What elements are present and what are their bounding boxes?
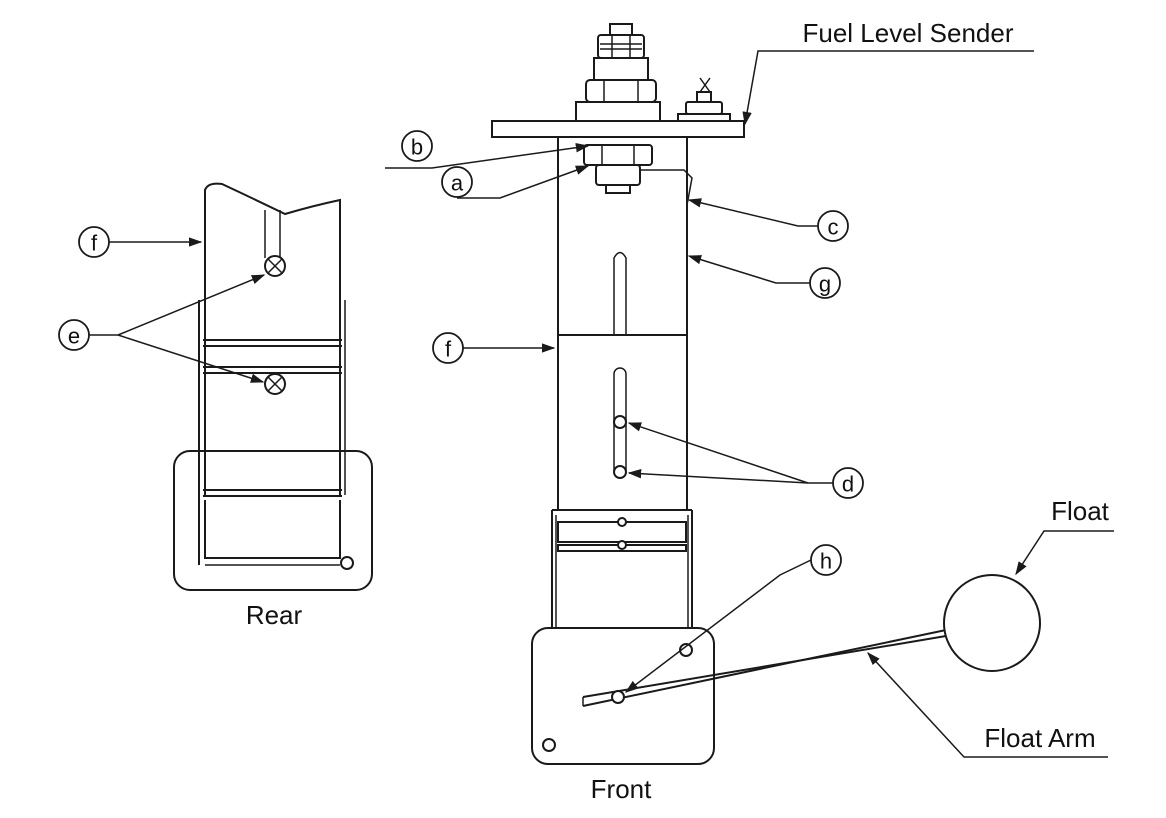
- mounting-flange: [491, 120, 745, 138]
- float-ball: [943, 574, 1041, 672]
- callout-h-label: h: [820, 549, 832, 574]
- leader-e-lower: [117, 334, 265, 383]
- callout-a-label: a: [451, 171, 464, 196]
- front-float-plate: [531, 627, 715, 765]
- float-arm-label: Float Arm: [984, 723, 1095, 753]
- callout-f-rear-label: f: [91, 231, 98, 256]
- front-tube: [557, 137, 693, 510]
- rear-caption: Rear: [246, 600, 303, 630]
- callout-c-label: c: [828, 215, 839, 240]
- float-label: Float: [1051, 496, 1110, 526]
- float-bracket: [551, 509, 693, 628]
- callout-f-rear: f: [78, 226, 110, 258]
- callout-c: c: [817, 210, 849, 242]
- front-caption: Front: [591, 774, 652, 804]
- fuel-level-sender-label: Fuel Level Sender: [802, 18, 1013, 48]
- rear-slot-screw-lower: [264, 373, 286, 395]
- leader-d-upper: [627, 422, 809, 484]
- callout-d: d: [832, 467, 864, 499]
- leader-fuel-level-sender: [742, 50, 1034, 126]
- leader-g: [687, 255, 810, 284]
- callout-e: e: [58, 319, 90, 351]
- callout-e-label: e: [68, 324, 80, 349]
- rear-slot-screw-upper: [264, 255, 286, 277]
- rear-view: f e Rear: [58, 182, 373, 630]
- callout-h: h: [810, 544, 842, 576]
- leader-c: [687, 198, 818, 227]
- float-arm: [582, 629, 947, 707]
- leader-float: [1015, 530, 1114, 576]
- center-stud-assembly: [575, 23, 661, 194]
- callout-f-front-label: f: [445, 337, 452, 362]
- callout-g-label: g: [819, 272, 831, 297]
- leader-e-upper: [117, 274, 266, 336]
- rear-float-plate: [173, 450, 373, 591]
- callout-b: b: [401, 130, 433, 162]
- callout-g: g: [809, 267, 841, 299]
- leader-float-arm: [867, 652, 1108, 758]
- callout-b-label: b: [411, 135, 423, 160]
- leader-d-lower: [627, 468, 809, 484]
- callout-a: a: [441, 166, 473, 198]
- leader-h: [624, 559, 812, 693]
- ground-terminal: [677, 77, 731, 122]
- leader-a: [457, 165, 590, 199]
- front-view: Fuel Level Sender b a c g f: [385, 18, 1114, 804]
- rear-tube: [198, 182, 346, 565]
- leader-b: [385, 143, 590, 169]
- callout-d-label: d: [842, 472, 854, 497]
- callout-f-front: f: [432, 332, 464, 364]
